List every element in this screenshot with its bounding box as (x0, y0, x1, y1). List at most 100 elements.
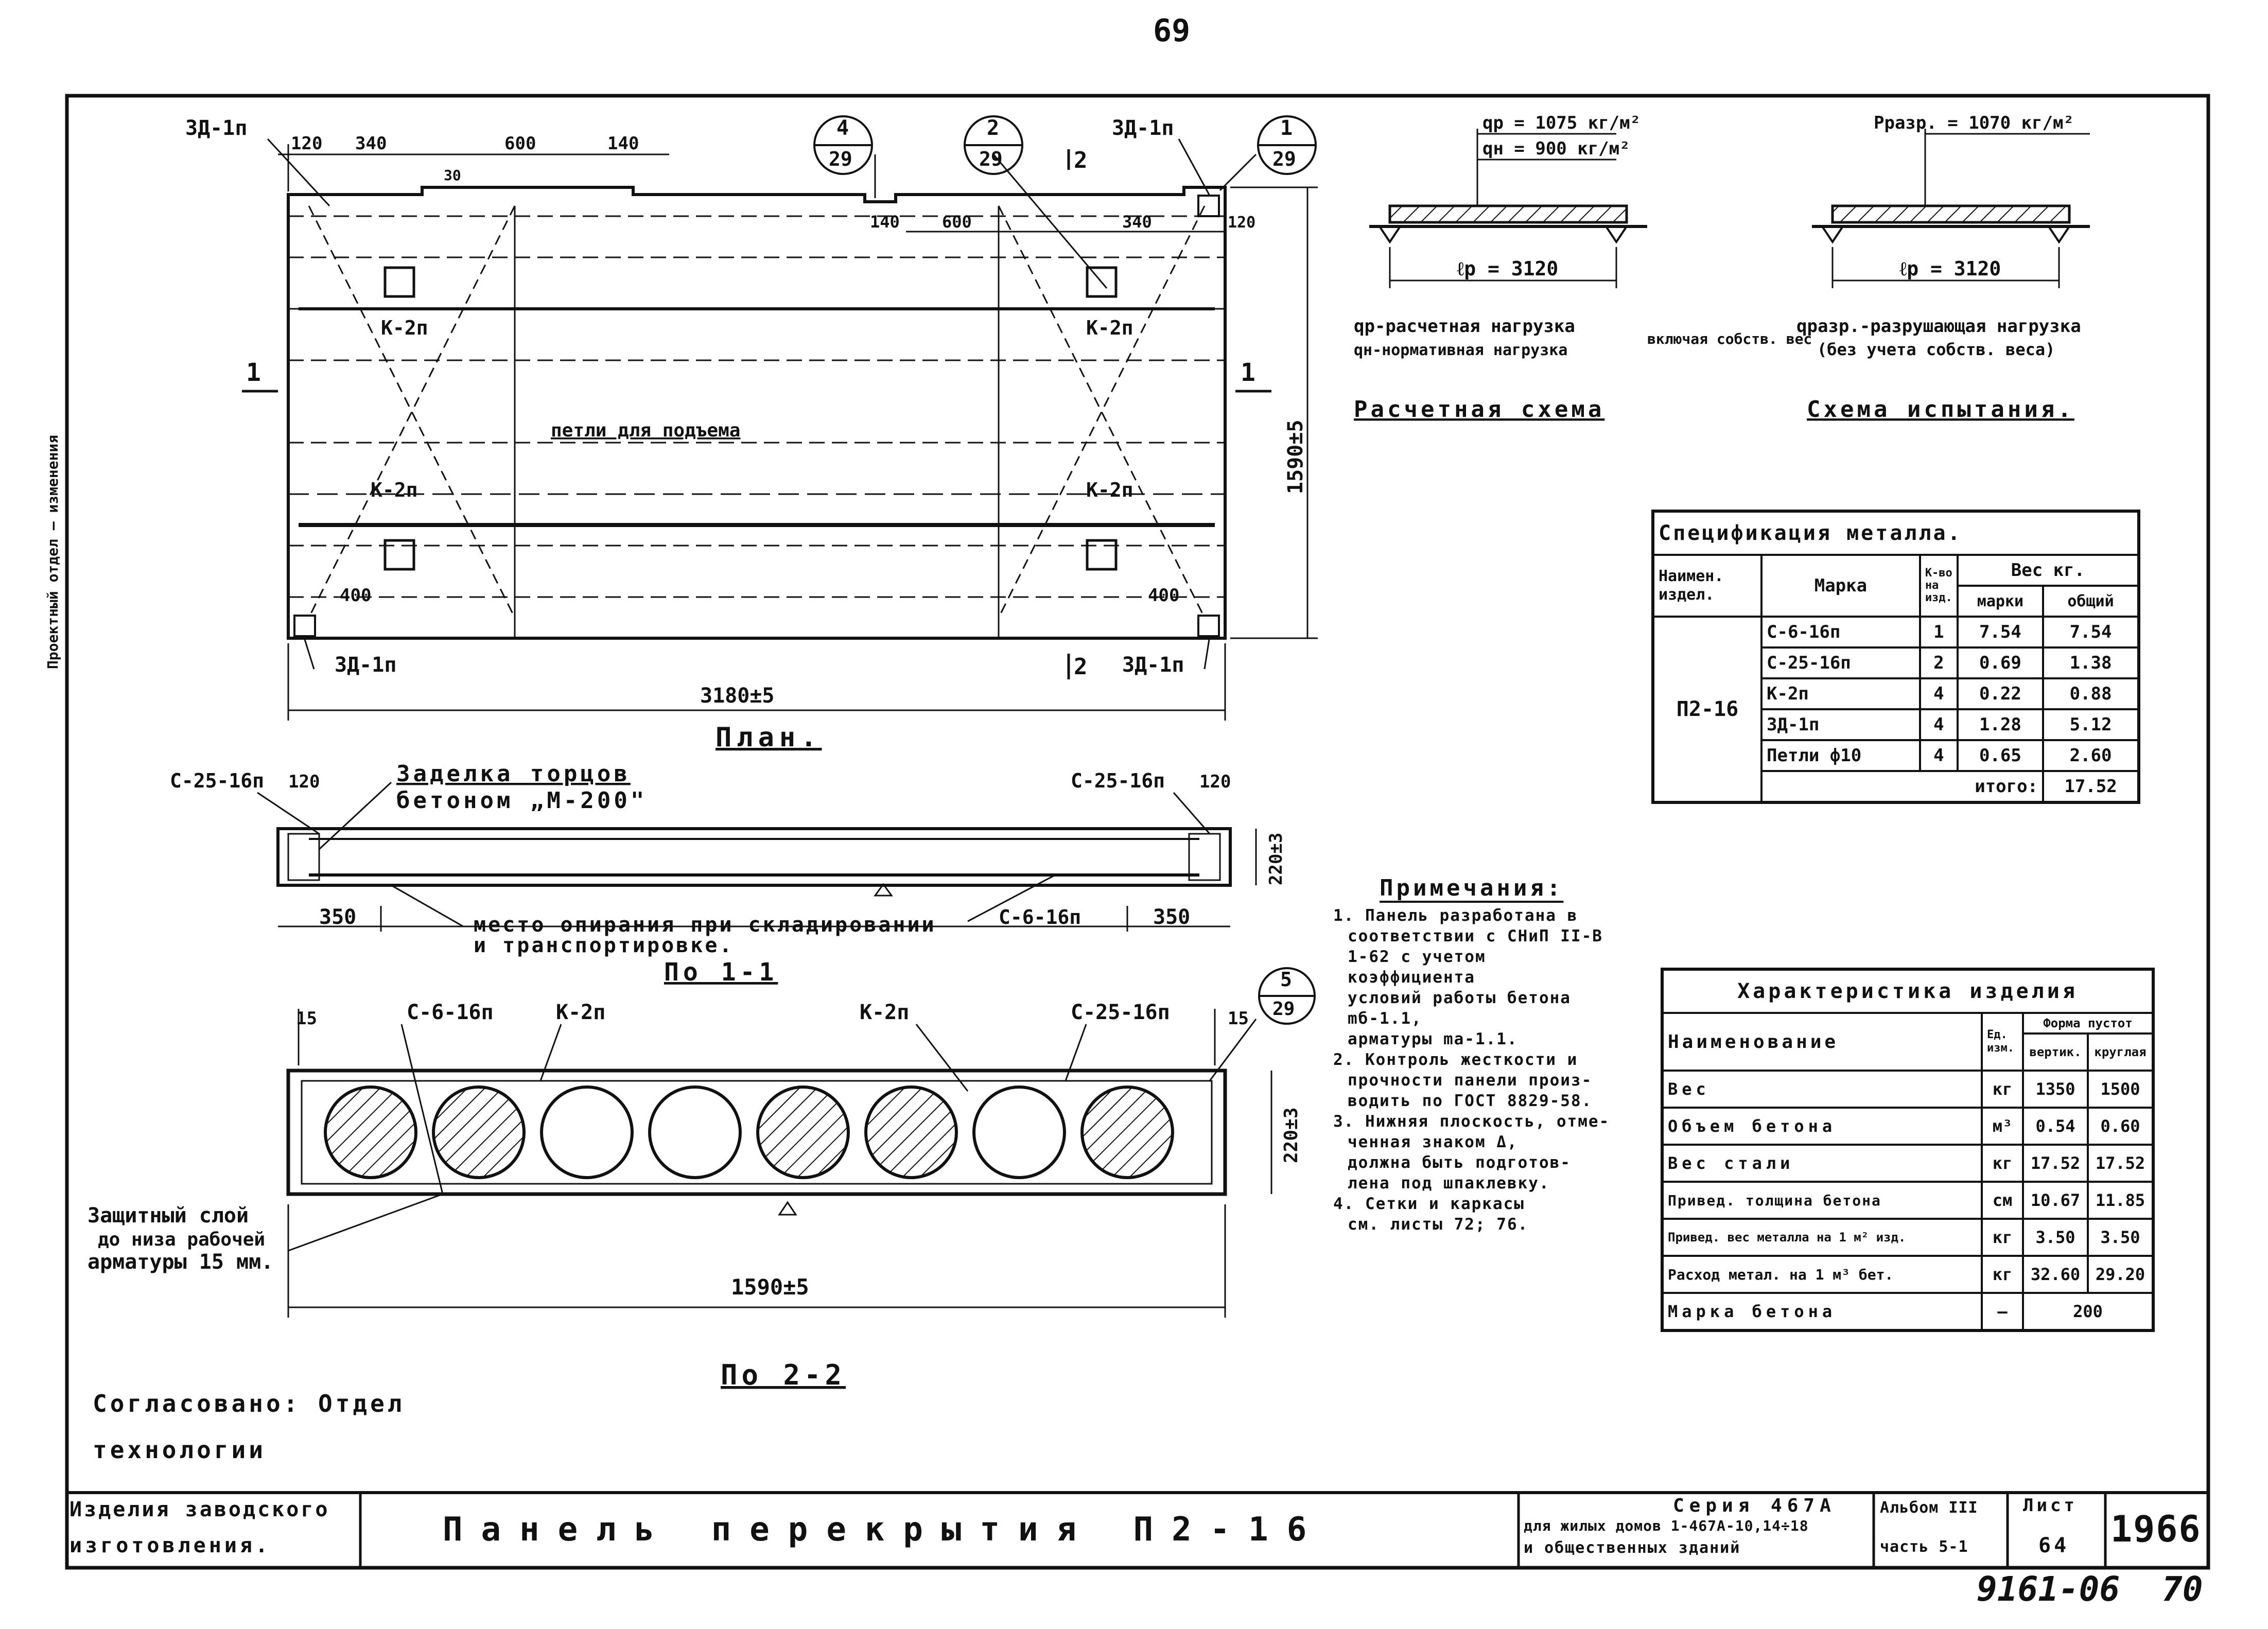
plan-dim-in-140: 140 (870, 212, 900, 232)
plan-label-zd-bl: ЗД-1п (335, 653, 396, 677)
title-block-sheet-value: 64 (2038, 1534, 2070, 1557)
spec-cell: 0.69 (1956, 646, 2045, 679)
title-block-left-2: изготовления. (69, 1534, 271, 1557)
callout-2-number: 2 (987, 116, 999, 140)
s22-cover-3: арматуры 15 мм. (88, 1250, 273, 1274)
note-line: 1. Панель разработана в (1333, 906, 1578, 925)
s11-dim-height: 220±3 (1266, 833, 1286, 885)
plan-label-lift-loops: петли для подъема (551, 420, 740, 441)
spec-header-w-mark: марки (1956, 585, 2045, 618)
note-line: прочности панели произ- (1348, 1071, 1593, 1090)
plan-dim-width: 1590±5 (1284, 420, 1307, 495)
char-cell: Объем бетона (1661, 1107, 1983, 1146)
void-3 (540, 1085, 634, 1179)
table-row: Марка бетона — 200 (1661, 1292, 2154, 1332)
callout-1-sheet: 29 (1272, 148, 1296, 170)
title-block-album-1: Альбом III (1880, 1499, 1978, 1517)
s22-dim-15-right: 15 (1228, 1008, 1249, 1029)
spec-cell: 1 (1918, 616, 1959, 649)
product-characteristics-table: Характеристика изделия Наименование Ед. … (1661, 968, 2155, 1332)
char-cell: 1350 (2022, 1070, 2089, 1109)
approval-line-1: Согласовано: Отдел (93, 1390, 405, 1417)
callout-2-29 (964, 115, 1023, 175)
notes-list: 1. Панель разработана в соответствии с С… (1333, 905, 1621, 1235)
plan-section-1-left: 1 (246, 358, 261, 387)
spec-product: П2-16 (1652, 616, 1763, 803)
char-cell: 3.50 (2022, 1218, 2089, 1257)
char-cell: 200 (2022, 1292, 2154, 1332)
spec-cell: 2.60 (2042, 739, 2140, 772)
s11-dim-120-right: 120 (1199, 772, 1231, 792)
s22-dim-15-left: 15 (296, 1008, 317, 1029)
char-cell: кг (1981, 1144, 2024, 1183)
archive-number: 9161-06 (1977, 1569, 2120, 1609)
s22-label-c25: С-25-16п (1071, 1001, 1170, 1024)
s11-caption: По 1-1 (664, 958, 778, 987)
char-cell: Привед. толщина бетона (1661, 1181, 1983, 1220)
plan-dim-in-600: 600 (942, 212, 972, 232)
void-5 (756, 1085, 850, 1179)
char-cell: 17.52 (2022, 1144, 2089, 1183)
spec-cell: 0.88 (2042, 677, 2140, 710)
char-cell: 10.67 (2022, 1181, 2089, 1220)
char-cell: Марка бетона (1661, 1292, 1983, 1332)
char-cell: кг (1981, 1218, 2024, 1257)
char-cell: см (1981, 1181, 2024, 1220)
test-legend-2: (без учета собств. веса) (1817, 340, 2055, 359)
plan-dim-in-120: 120 (1228, 214, 1255, 232)
plan-label-k-2: К-2п (1086, 317, 1133, 339)
char-cell: 0.54 (2022, 1107, 2089, 1146)
plan-dim-length: 3180±5 (700, 684, 775, 708)
char-header-vert: вертик. (2022, 1032, 2089, 1072)
s11-note-seal-2: бетоном „М-200" (396, 787, 647, 814)
s11-note-support-1: место опирания при складировании (474, 913, 936, 937)
plan-label-k-4: К-2п (1086, 479, 1133, 501)
s22-cover-2: до низа рабочей (98, 1229, 265, 1250)
note-line: должна быть подготов- (1348, 1153, 1571, 1172)
table-row: Объем бетона м³ 0.54 0.60 (1661, 1107, 2155, 1146)
void-4 (648, 1085, 742, 1179)
spec-header-count: К-во на изд. (1918, 554, 1959, 618)
spec-cell: 1.28 (1956, 708, 2045, 741)
plan-dim-140: 140 (607, 133, 639, 154)
section-2-2-view (286, 1009, 1272, 1318)
note-line: 1-62 с учетом коэффициента (1348, 948, 1486, 987)
s11-note-support-2: и транспортировке. (474, 934, 734, 957)
char-cell: Вес стали (1661, 1144, 1983, 1183)
table-row: Привед. толщина бетона см 10.67 11.85 (1661, 1181, 2155, 1220)
spec-cell: К-2п (1760, 677, 1921, 710)
spec-cell: 5.12 (2042, 708, 2140, 741)
design-legend-brace: включая собств. вес (1647, 330, 1812, 347)
design-legend-2: qн-нормативная нагрузка (1354, 341, 1567, 359)
char-cell: Вес (1661, 1070, 1983, 1109)
char-cell: 3.50 (2086, 1218, 2155, 1257)
notes-block: Примечания: 1. Панель разработана в соот… (1333, 875, 1621, 1235)
char-header-form: Форма пустот (2022, 1012, 2154, 1035)
title-block-album-2: часть 5-1 (1880, 1538, 1968, 1556)
plan-dim-in-340: 340 (1122, 212, 1152, 232)
char-cell: 1500 (2086, 1070, 2155, 1109)
spec-cell: Петли ф10 (1760, 739, 1921, 772)
spec-header-w-total: общий (2042, 585, 2140, 618)
table-row: Петли ф10 4 0.65 2.60 (1653, 739, 2140, 772)
void-6 (864, 1085, 958, 1179)
spec-cell: ЗД-1п (1760, 708, 1921, 741)
plan-label-zd-tl: ЗД-1п (185, 116, 247, 140)
spec-cell: 4 (1918, 739, 1959, 772)
char-cell: кг (1981, 1070, 2024, 1109)
s11-label-c25-left: С-25-16п (170, 769, 264, 792)
plan-caption: План. (716, 722, 822, 753)
plan-section-2-top: 2 (1074, 147, 1088, 173)
spec-total-label: итого: (1760, 770, 2045, 803)
callout-4-29 (813, 115, 873, 175)
approval-line-2: технологии (93, 1436, 266, 1464)
spec-header-mark: Марка (1760, 554, 1921, 618)
metal-spec-table: Спецификация металла. Наимен. издел. Мар… (1651, 510, 2140, 804)
void-8 (1080, 1085, 1174, 1179)
plan-dim-120: 120 (291, 133, 322, 154)
side-stamp: Проектный отдел — изменения (44, 435, 61, 669)
s22-label-k-2: К-2п (860, 1001, 909, 1024)
table-row: П2-16 С-6-16п 1 7.54 7.54 (1652, 616, 2140, 803)
s22-dim-width: 1590±5 (731, 1274, 809, 1300)
